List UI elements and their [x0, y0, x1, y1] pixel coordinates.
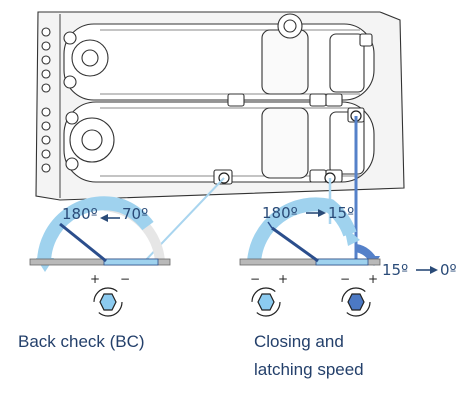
latching-speed-hex-icon	[347, 293, 365, 311]
closing-speed-hex-icon	[257, 293, 275, 311]
back-check-floor	[29, 258, 171, 266]
closing-speed-adjust	[251, 287, 281, 317]
closing-speed-floor	[239, 258, 381, 266]
closing-speed-door-illustration	[239, 197, 381, 266]
closing-speed-caption-line2: latching speed	[254, 360, 364, 379]
back-check-door-leaf-open	[59, 222, 107, 263]
closing-speed-arc-arrow	[344, 226, 360, 246]
mounting-holes	[41, 27, 51, 173]
angle-arrows	[100, 209, 438, 274]
back-check-door-leaf	[103, 258, 159, 266]
back-check-minus-label: −	[120, 272, 131, 286]
closing-speed-door-leaf-open	[271, 226, 319, 263]
closing-speed-plus-label: +	[278, 272, 289, 286]
back-check-arc	[37, 196, 154, 263]
closing-speed-caption-line1: Closing and	[254, 332, 344, 351]
back-check-door-illustration	[29, 196, 171, 272]
closing-speed-minus-label: −	[250, 272, 261, 286]
back-check-hex-icon	[99, 293, 117, 311]
closing-speed-arc	[247, 197, 357, 263]
latching-speed-minus-label: −	[340, 272, 351, 286]
back-check-angle-to: 70º	[122, 205, 149, 223]
back-check-caption: Back check (BC)	[18, 332, 145, 351]
back-check-adjust	[93, 287, 123, 317]
back-check-angle-from: 180º	[62, 205, 98, 223]
closing-speed-angle-to: 15º	[328, 204, 355, 222]
back-check-plus-label: +	[90, 272, 101, 286]
closing-speed-door-leaf	[315, 258, 369, 266]
latching-speed-angle-from: 15º	[382, 261, 409, 279]
latching-speed-plus-label: +	[368, 272, 379, 286]
latching-speed-angle-to: 0º	[440, 261, 457, 279]
door-closer-body	[35, 11, 405, 201]
closing-speed-angle-from: 180º	[262, 204, 298, 222]
latching-speed-adjust	[341, 287, 371, 317]
